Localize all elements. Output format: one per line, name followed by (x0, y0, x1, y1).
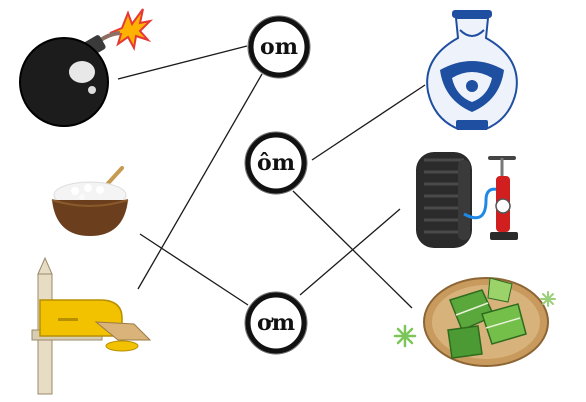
word-om-circumflex[interactable]: ôm (257, 150, 295, 176)
wrapped-rice-cakes-icon (393, 277, 556, 367)
rice-bowl-icon (51, 166, 129, 236)
porcelain-vase-icon (426, 10, 518, 130)
line-ricebowl-om-horn (139, 233, 249, 306)
mailbox-icon (31, 256, 152, 395)
line-vase-om-circumflex (311, 84, 426, 161)
line-bomb-om (117, 45, 248, 80)
word-circles (244, 15, 311, 355)
tire-and-pump-icon (416, 152, 518, 248)
word-om[interactable]: om (260, 34, 298, 60)
line-tirepump-om-horn (299, 208, 401, 296)
bomb-icon (19, 8, 154, 127)
line-mailbox-om (137, 73, 263, 290)
word-om-horn[interactable]: ơm (257, 310, 295, 336)
